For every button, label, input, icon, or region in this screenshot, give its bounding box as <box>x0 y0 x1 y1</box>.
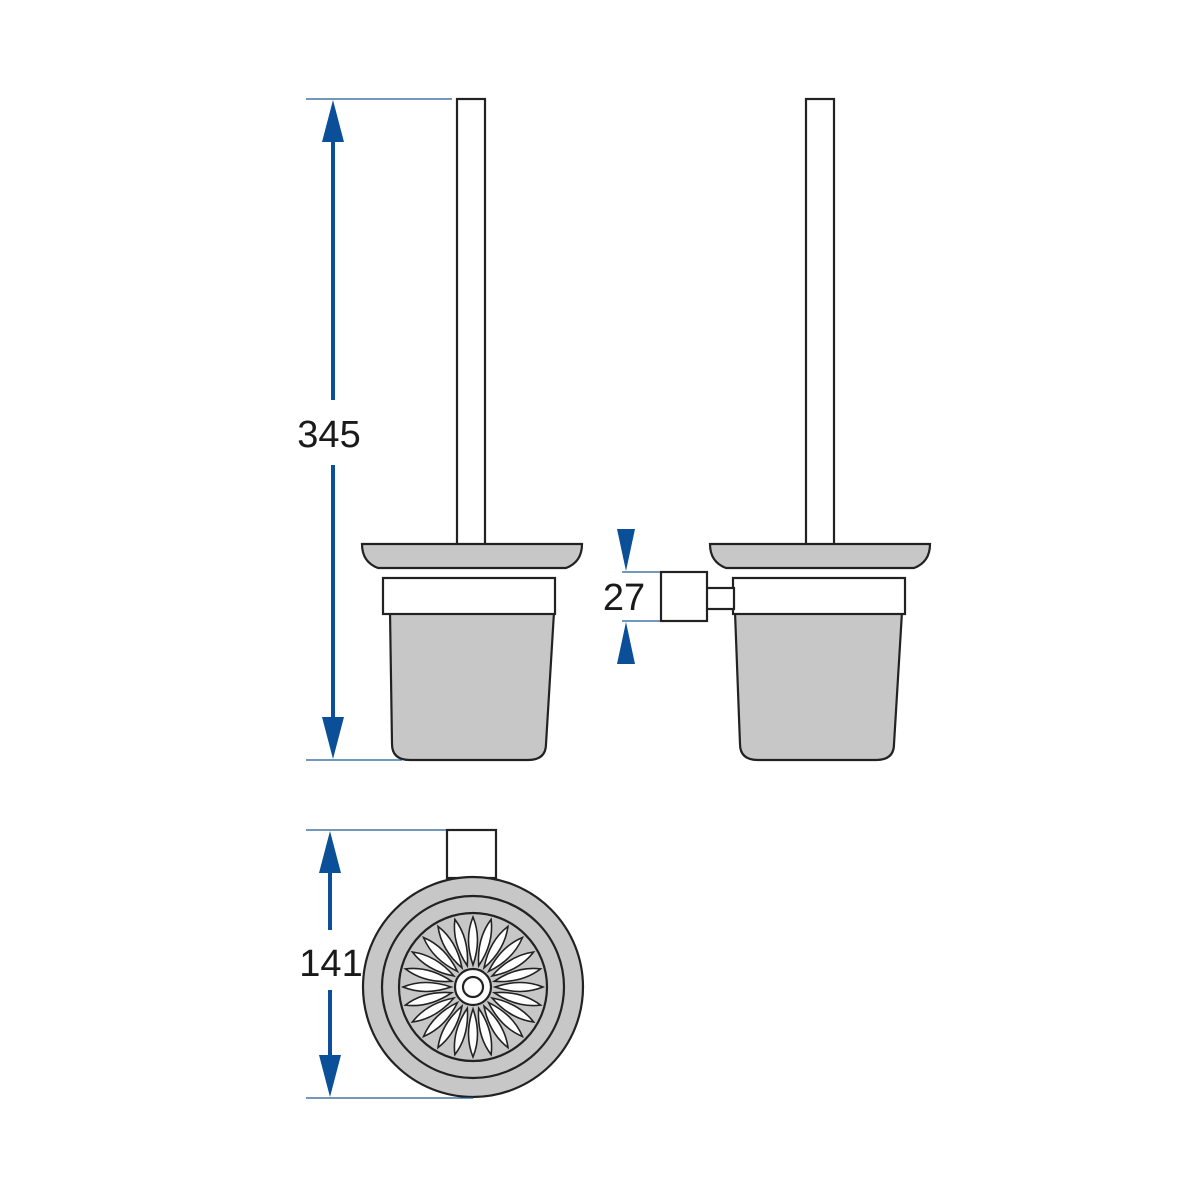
petal <box>436 924 464 971</box>
arrow-up-icon <box>322 100 344 142</box>
petal <box>489 996 536 1024</box>
holder-rim-side <box>708 542 932 570</box>
petal <box>422 1000 460 1038</box>
petal <box>453 1005 469 1057</box>
petal <box>410 950 457 978</box>
petal <box>422 936 460 974</box>
inner-rim-circle <box>380 894 566 1080</box>
glass-cup-front <box>388 610 556 762</box>
top-view <box>361 828 585 1099</box>
petal <box>467 1006 479 1060</box>
arrow-down-icon <box>322 717 344 759</box>
petal <box>486 936 524 974</box>
petal <box>477 917 493 969</box>
holder-rim-front <box>360 542 584 570</box>
petal-outer-circle <box>397 911 549 1063</box>
bracket-dimension: 27 <box>603 529 660 664</box>
petal <box>400 981 454 993</box>
height-dimension: 345 <box>297 98 452 761</box>
arrow-down-icon <box>617 529 635 571</box>
petal <box>491 991 543 1007</box>
wall-bracket <box>659 570 709 623</box>
arrow-up-icon <box>319 831 341 873</box>
petal <box>482 1003 510 1050</box>
petal <box>477 1005 493 1057</box>
petal <box>486 1000 524 1038</box>
diameter-dimension: 141 <box>299 829 473 1099</box>
petal <box>492 981 546 993</box>
petal <box>453 917 469 969</box>
wall-bracket-top <box>445 828 498 880</box>
holder-ring-front <box>381 576 557 616</box>
petal <box>403 991 455 1007</box>
petal <box>482 924 510 971</box>
wall-arm <box>704 586 736 611</box>
brush-handle-side <box>804 97 836 547</box>
glass-cup-side <box>733 610 904 762</box>
petal <box>491 967 543 983</box>
height-label: 345 <box>297 414 360 456</box>
brush-handle-front <box>455 97 487 547</box>
side-view <box>659 97 932 762</box>
holder-ring-side <box>731 576 907 616</box>
petal <box>410 996 457 1024</box>
arrow-up-icon <box>617 622 635 664</box>
diameter-label: 141 <box>299 943 362 985</box>
petal <box>403 967 455 983</box>
petal <box>489 950 536 978</box>
arrow-down-icon <box>319 1055 341 1097</box>
center-hub-inner <box>461 975 485 999</box>
flower-petal-pattern <box>400 914 546 1060</box>
petal <box>436 1003 464 1050</box>
petal <box>467 914 479 968</box>
bracket-height-label: 27 <box>603 577 645 619</box>
front-view <box>360 97 584 762</box>
